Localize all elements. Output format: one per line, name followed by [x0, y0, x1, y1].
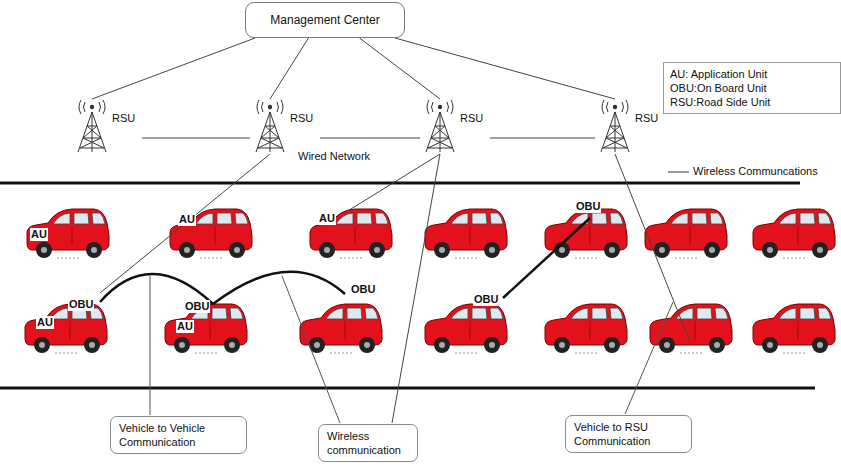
unit-tag: OBU	[68, 298, 94, 311]
antenna	[268, 105, 272, 109]
node-text: AU: Application Unit	[670, 67, 834, 81]
unit-tag: AU	[36, 316, 54, 329]
v2v-link	[213, 272, 345, 304]
radio-waves	[257, 100, 283, 114]
node-text: RSU	[460, 112, 483, 124]
region-label: Wireless Communcations	[693, 165, 818, 178]
key-box: AU: Application UnitOBU:On Board UnitRSU…	[663, 62, 841, 114]
node-text: Vehicle to RSU Communication	[574, 420, 683, 448]
road-edge	[0, 182, 800, 185]
antenna	[613, 105, 617, 109]
rsu-node: RSU	[250, 98, 320, 154]
network-link	[395, 38, 615, 99]
car	[545, 304, 627, 353]
node-text: RSU	[635, 112, 658, 124]
node-text: RSU:Road Side Unit	[670, 95, 834, 109]
network-link	[92, 38, 255, 99]
node-text: OBU:On Board Unit	[670, 81, 834, 95]
node-text: RSU	[112, 112, 135, 124]
wired-link	[142, 138, 250, 139]
wired-link	[490, 138, 595, 139]
wireless-link	[392, 154, 440, 423]
car	[645, 209, 727, 258]
car	[27, 209, 109, 258]
car	[170, 209, 252, 258]
tower-frame	[601, 112, 629, 152]
node-text: RSU	[290, 112, 313, 124]
callout-box: Wireless communication	[318, 424, 418, 462]
rsu-node: RSU	[595, 98, 665, 154]
radio-waves	[427, 100, 453, 114]
unit-tag: AU	[318, 212, 336, 225]
car	[753, 304, 835, 353]
node-text: Management Center	[270, 13, 379, 27]
leader-line	[625, 302, 673, 414]
tower-frame	[78, 112, 106, 152]
car	[300, 304, 382, 353]
car	[425, 304, 507, 353]
management-center-box: Management Center	[245, 2, 405, 38]
node-text: Vehicle to Vehicle Communication	[119, 421, 238, 449]
tower-lattice	[603, 126, 627, 148]
tower-icon	[250, 98, 290, 154]
radio-waves	[602, 100, 628, 114]
car	[753, 209, 835, 258]
wired-link	[320, 138, 420, 139]
leader-line	[668, 172, 689, 173]
tower-lattice	[428, 126, 452, 148]
unit-tag: OBU	[184, 300, 210, 313]
car	[425, 209, 507, 258]
unit-tag: OBU	[350, 283, 376, 296]
car-row	[25, 304, 835, 353]
unit-tag: AU	[178, 213, 196, 226]
leader-line	[150, 276, 151, 415]
car	[650, 304, 732, 353]
network-label: Wired Network	[298, 150, 370, 163]
tower-frame	[426, 112, 454, 152]
tower-lattice	[80, 126, 104, 148]
v2v-link	[503, 218, 590, 298]
car	[310, 209, 392, 258]
tower-lattice	[258, 126, 282, 148]
car	[25, 304, 107, 353]
tower-frame	[256, 112, 284, 152]
callout-box: Vehicle to RSU Communication	[565, 415, 692, 453]
wireless-link	[100, 154, 270, 293]
antenna	[438, 105, 442, 109]
radio-waves	[79, 100, 105, 114]
unit-tag: OBU	[473, 293, 499, 306]
road-edge	[0, 387, 815, 390]
tower-icon	[420, 98, 460, 154]
tower-icon	[72, 98, 112, 154]
car	[545, 209, 627, 258]
antenna	[90, 105, 94, 109]
tower-icon	[595, 98, 635, 154]
network-link	[270, 38, 309, 99]
rsu-node: RSU	[420, 98, 490, 154]
node-text: Wireless communication	[327, 429, 409, 457]
rsu-node: RSU	[72, 98, 142, 154]
unit-tag: AU	[30, 228, 48, 241]
car-row	[27, 209, 835, 258]
leader-line	[282, 276, 340, 423]
wireless-link	[615, 154, 690, 342]
unit-tag: OBU	[575, 200, 601, 213]
wireless-link	[346, 154, 440, 212]
unit-tag: AU	[176, 320, 194, 333]
callout-box: Vehicle to Vehicle Communication	[110, 416, 247, 454]
